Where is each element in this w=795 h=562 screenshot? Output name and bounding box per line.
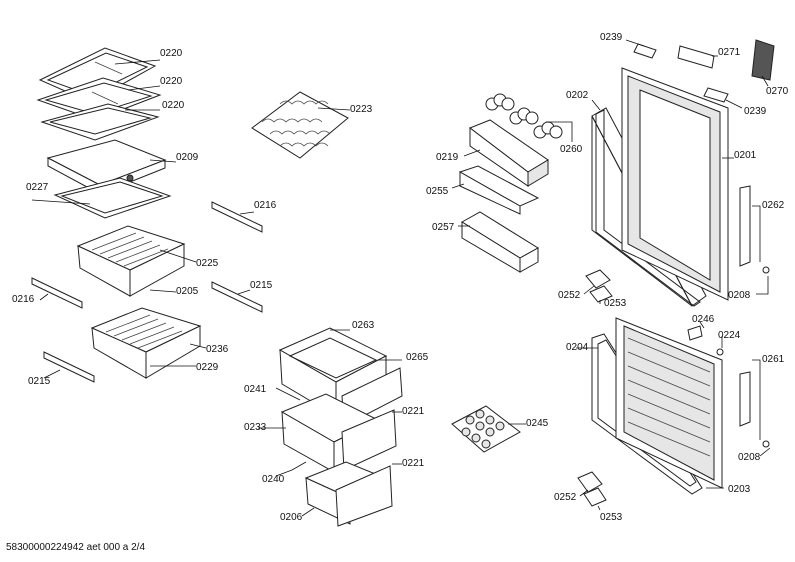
label-0220-lower: 0220 [162, 100, 185, 111]
label-0219: 0219 [436, 152, 459, 163]
door-hinge-bottom [577, 471, 607, 507]
label-0262: 0262 [762, 200, 785, 211]
label-0252-top: 0252 [558, 290, 581, 301]
label-0215-left: 0215 [28, 376, 51, 387]
label-0246: 0246 [692, 314, 715, 325]
door-hinge-top [585, 269, 613, 303]
guide-rail-0216-left [31, 277, 83, 309]
label-0220-middle: 0220 [160, 76, 183, 87]
door-balcony-0219 [468, 119, 549, 187]
part-labels: 0220 0220 0220 0209 0227 0223 0216 0216 … [12, 32, 789, 523]
freezer-handle [739, 371, 751, 427]
label-0239-bottom: 0239 [744, 106, 767, 117]
label-0245: 0245 [526, 418, 549, 429]
label-0202: 0202 [566, 90, 589, 101]
document-footer: 58300000224942 aet 000 a 2/4 [6, 542, 146, 553]
wine-rack [251, 91, 349, 159]
label-0261: 0261 [762, 354, 785, 365]
label-0233: 0233 [244, 422, 267, 433]
label-0225: 0225 [196, 258, 219, 269]
label-0239-top: 0239 [600, 32, 623, 43]
label-0205: 0205 [176, 286, 199, 297]
door-balcony-0255 [458, 165, 540, 215]
freezer-drawer-top [278, 327, 388, 417]
leader-lines [31, 39, 771, 517]
freezer-drawer-front-0221a [341, 409, 397, 471]
guide-rail-0215-right [211, 281, 263, 313]
fridge-handle [739, 185, 751, 267]
glass-shelf-lower [40, 103, 160, 141]
small-fittings [687, 266, 770, 448]
label-0206: 0206 [280, 512, 303, 523]
label-0204: 0204 [566, 342, 589, 353]
freezer-drawer-front-0221b [335, 465, 393, 527]
label-0208-bottom: 0208 [738, 452, 761, 463]
label-0216-right: 0216 [254, 200, 277, 211]
crisper-drawer-upper [76, 225, 186, 297]
guide-rail-0215-left [43, 351, 95, 383]
label-0253-top: 0253 [604, 298, 627, 309]
label-0220-top: 0220 [160, 48, 183, 59]
label-0227: 0227 [26, 182, 49, 193]
label-0221-upper: 0221 [402, 406, 425, 417]
label-0270: 0270 [766, 86, 789, 97]
label-0223: 0223 [350, 104, 373, 115]
label-0260: 0260 [560, 144, 583, 155]
label-0201: 0201 [734, 150, 757, 161]
label-0263: 0263 [352, 320, 375, 331]
freezer-door [615, 317, 723, 489]
guide-rail-0216-right [211, 201, 263, 233]
label-0216-left: 0216 [12, 294, 35, 305]
label-0229: 0229 [196, 362, 219, 373]
label-0257: 0257 [432, 222, 455, 233]
egg-trays [485, 93, 563, 139]
top-door-trim [633, 39, 775, 103]
fridge-door [621, 67, 729, 301]
freezer-door-gasket [591, 333, 703, 495]
shelf-frame [53, 177, 172, 219]
ice-tray [451, 405, 521, 453]
label-0240: 0240 [262, 474, 285, 485]
label-0252-bottom: 0252 [554, 492, 577, 503]
label-0203: 0203 [728, 484, 751, 495]
crisper-drawer-lower [90, 307, 202, 379]
label-0255: 0255 [426, 186, 449, 197]
label-0215-right: 0215 [250, 280, 273, 291]
label-0253-bottom: 0253 [600, 512, 623, 523]
label-0241: 0241 [244, 384, 267, 395]
door-balcony-0257 [461, 211, 539, 273]
label-0209: 0209 [176, 152, 199, 163]
label-0236: 0236 [206, 344, 229, 355]
label-0265: 0265 [406, 352, 429, 363]
label-0271: 0271 [718, 47, 741, 58]
label-0224: 0224 [718, 330, 741, 341]
label-0221-lower: 0221 [402, 458, 425, 469]
label-0208-top: 0208 [728, 290, 751, 301]
